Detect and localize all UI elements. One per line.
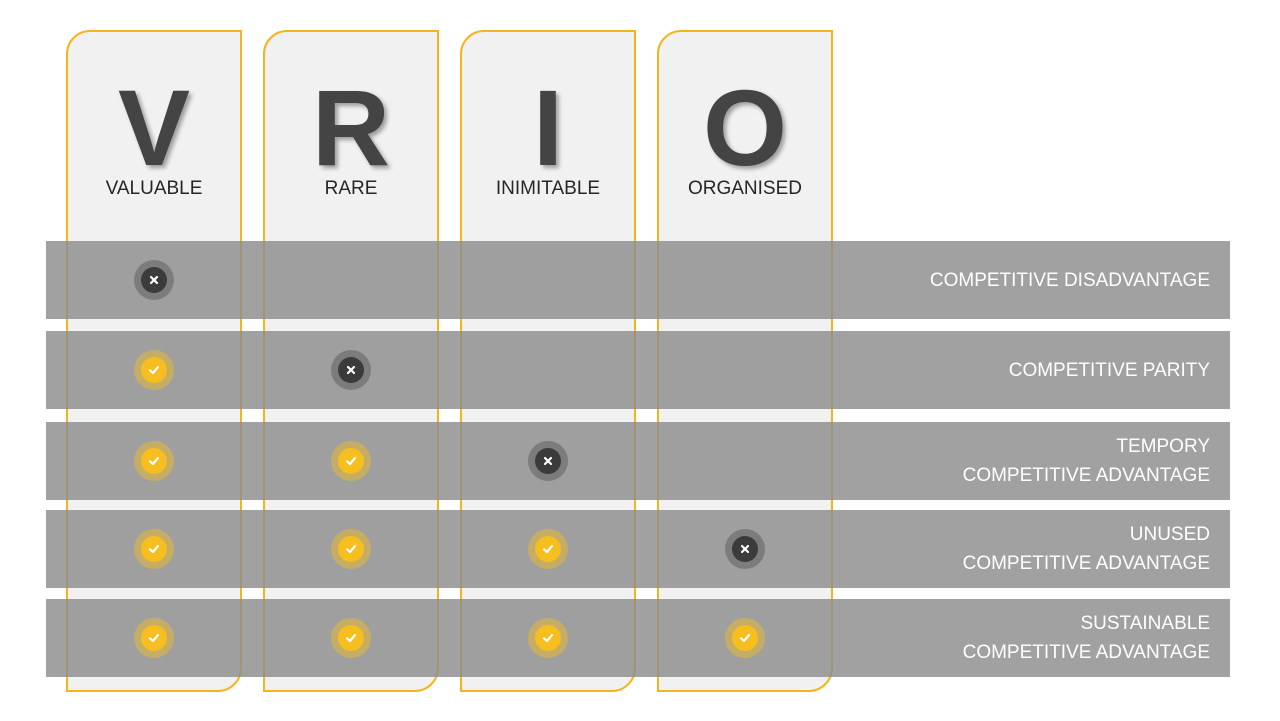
row-competitive-disadvantage: COMPETITIVE DISADVANTAGE <box>46 241 1230 319</box>
row-label-line2: COMPETITIVE ADVANTAGE <box>962 553 1210 574</box>
check-circle-icon <box>528 529 568 569</box>
row-label-line2: COMPETITIVE PARITY <box>1008 359 1210 381</box>
row-tempory-competitive-advantage: TEMPORY COMPETITIVE ADVANTAGE <box>46 422 1230 500</box>
row-label-line1: SUSTAINABLE <box>1080 613 1210 634</box>
row-sustainable-competitive-advantage: SUSTAINABLE COMPETITIVE ADVANTAGE <box>46 599 1230 677</box>
column-letter: I <box>532 67 563 188</box>
column-title: ORGANISED <box>687 178 803 199</box>
row-label-line1: TEMPORY <box>1116 436 1210 457</box>
check-circle-icon <box>331 529 371 569</box>
column-letter: O <box>702 67 787 188</box>
column-letter: V <box>117 67 191 188</box>
column-title: INIMITABLE <box>495 178 601 199</box>
row-label-line1: UNUSED <box>1129 524 1210 545</box>
row-label: UNUSED COMPETITIVE ADVANTAGE <box>963 510 1210 588</box>
column-title: RARE <box>324 178 378 199</box>
check-circle-icon <box>134 441 174 481</box>
check-circle-icon <box>725 618 765 658</box>
check-circle-icon <box>331 618 371 658</box>
x-circle-icon <box>331 350 371 390</box>
x-circle-icon <box>134 260 174 300</box>
check-circle-icon <box>528 618 568 658</box>
column-title: VALUABLE <box>105 178 203 199</box>
row-label: TEMPORY COMPETITIVE ADVANTAGE <box>963 422 1210 500</box>
row-label: SUSTAINABLE COMPETITIVE ADVANTAGE <box>963 599 1210 677</box>
row-label-line2: COMPETITIVE ADVANTAGE <box>962 642 1210 663</box>
row-label-line2: COMPETITIVE DISADVANTAGE <box>929 269 1210 291</box>
row-label: COMPETITIVE DISADVANTAGE <box>930 241 1210 319</box>
row-label-line2: COMPETITIVE ADVANTAGE <box>962 465 1210 486</box>
row-label: COMPETITIVE PARITY <box>1009 331 1210 409</box>
row-competitive-parity: COMPETITIVE PARITY <box>46 331 1230 409</box>
column-letter: R <box>312 67 390 188</box>
x-circle-icon <box>725 529 765 569</box>
check-circle-icon <box>134 529 174 569</box>
check-circle-icon <box>134 618 174 658</box>
check-circle-icon <box>134 350 174 390</box>
row-unused-competitive-advantage: UNUSED COMPETITIVE ADVANTAGE <box>46 510 1230 588</box>
x-circle-icon <box>528 441 568 481</box>
check-circle-icon <box>331 441 371 481</box>
